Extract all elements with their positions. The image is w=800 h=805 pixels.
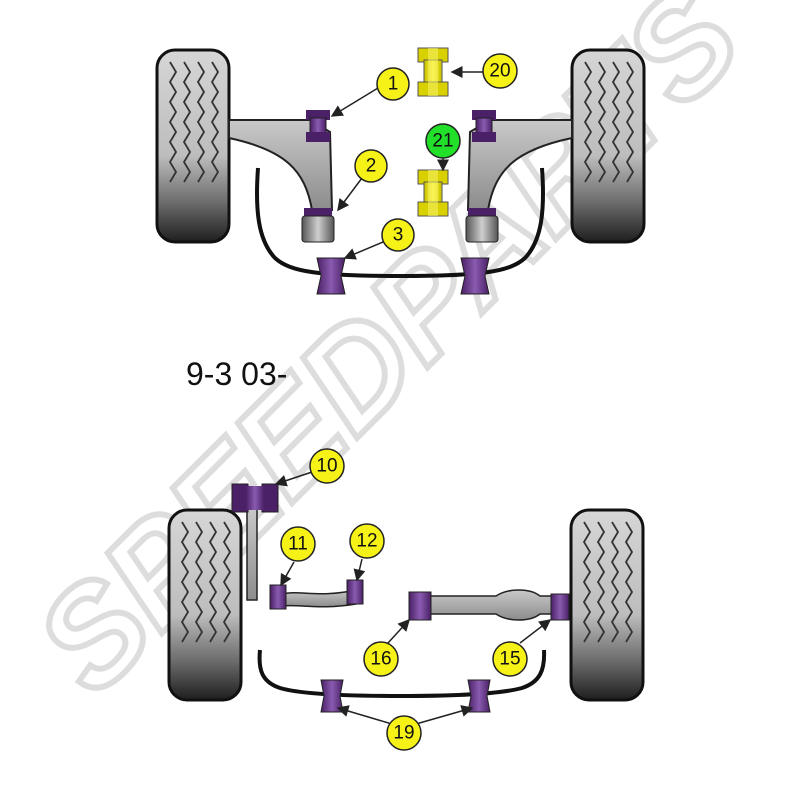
callout-2-label: 2 (366, 156, 377, 177)
callout-15-label: 15 (499, 649, 520, 670)
callout-16-label: 16 (370, 649, 391, 670)
callout-12-label: 12 (356, 531, 377, 552)
front-anti-roll-bar (254, 167, 546, 279)
callout-11: 11 (280, 526, 316, 587)
bush-21-yellow (417, 169, 449, 217)
callout-20: 20 (450, 53, 518, 89)
callout-21-label: 21 (432, 131, 453, 152)
bush-front-wishbone-front-right (472, 110, 496, 142)
rear-right-wheel (569, 508, 645, 702)
callout-19: 19 (336, 705, 474, 751)
callout-2: 2 (337, 149, 388, 212)
callout-3-label: 3 (393, 225, 404, 246)
rear-anti-roll-bar (257, 649, 547, 699)
model-label: 9-3 03- (186, 356, 288, 392)
callout-1: 1 (330, 67, 410, 117)
callout-1-label: 1 (388, 74, 399, 95)
callout-12: 12 (349, 523, 385, 582)
callout-11-label: 11 (288, 534, 308, 555)
bush-front-wishbone-front-left (306, 110, 330, 142)
bush-front-anti-roll-bar-left (316, 257, 346, 295)
bush-rear-anti-roll-bar-right (467, 679, 491, 713)
bush-front-wishbone-rear-right (465, 208, 499, 243)
rear-left-wheel (167, 508, 243, 702)
callout-19-label: 19 (393, 723, 414, 744)
callout-10: 10 (274, 448, 345, 487)
callout-3: 3 (343, 218, 415, 260)
watermark: SPEEDPARTS (4, 0, 771, 724)
bush-rear-anti-roll-bar-left (320, 679, 344, 713)
watermark-text: SPEEDPARTS (7, 0, 768, 721)
bush-20-yellow (417, 47, 449, 97)
bush-front-wishbone-rear-left (301, 208, 335, 243)
callout-15: 15 (492, 619, 552, 677)
front-left-wheel (155, 48, 231, 244)
callout-10-label: 10 (316, 456, 337, 477)
rear-lower-arm (408, 589, 570, 621)
callout-21: 21 (425, 123, 461, 172)
callout-16: 16 (363, 618, 411, 677)
callout-20-label: 20 (489, 61, 510, 82)
rear-trailing-link (231, 483, 279, 601)
bush-front-anti-roll-bar-right (460, 257, 490, 295)
rear-lateral-link (269, 579, 364, 610)
front-right-wheel (570, 48, 646, 244)
